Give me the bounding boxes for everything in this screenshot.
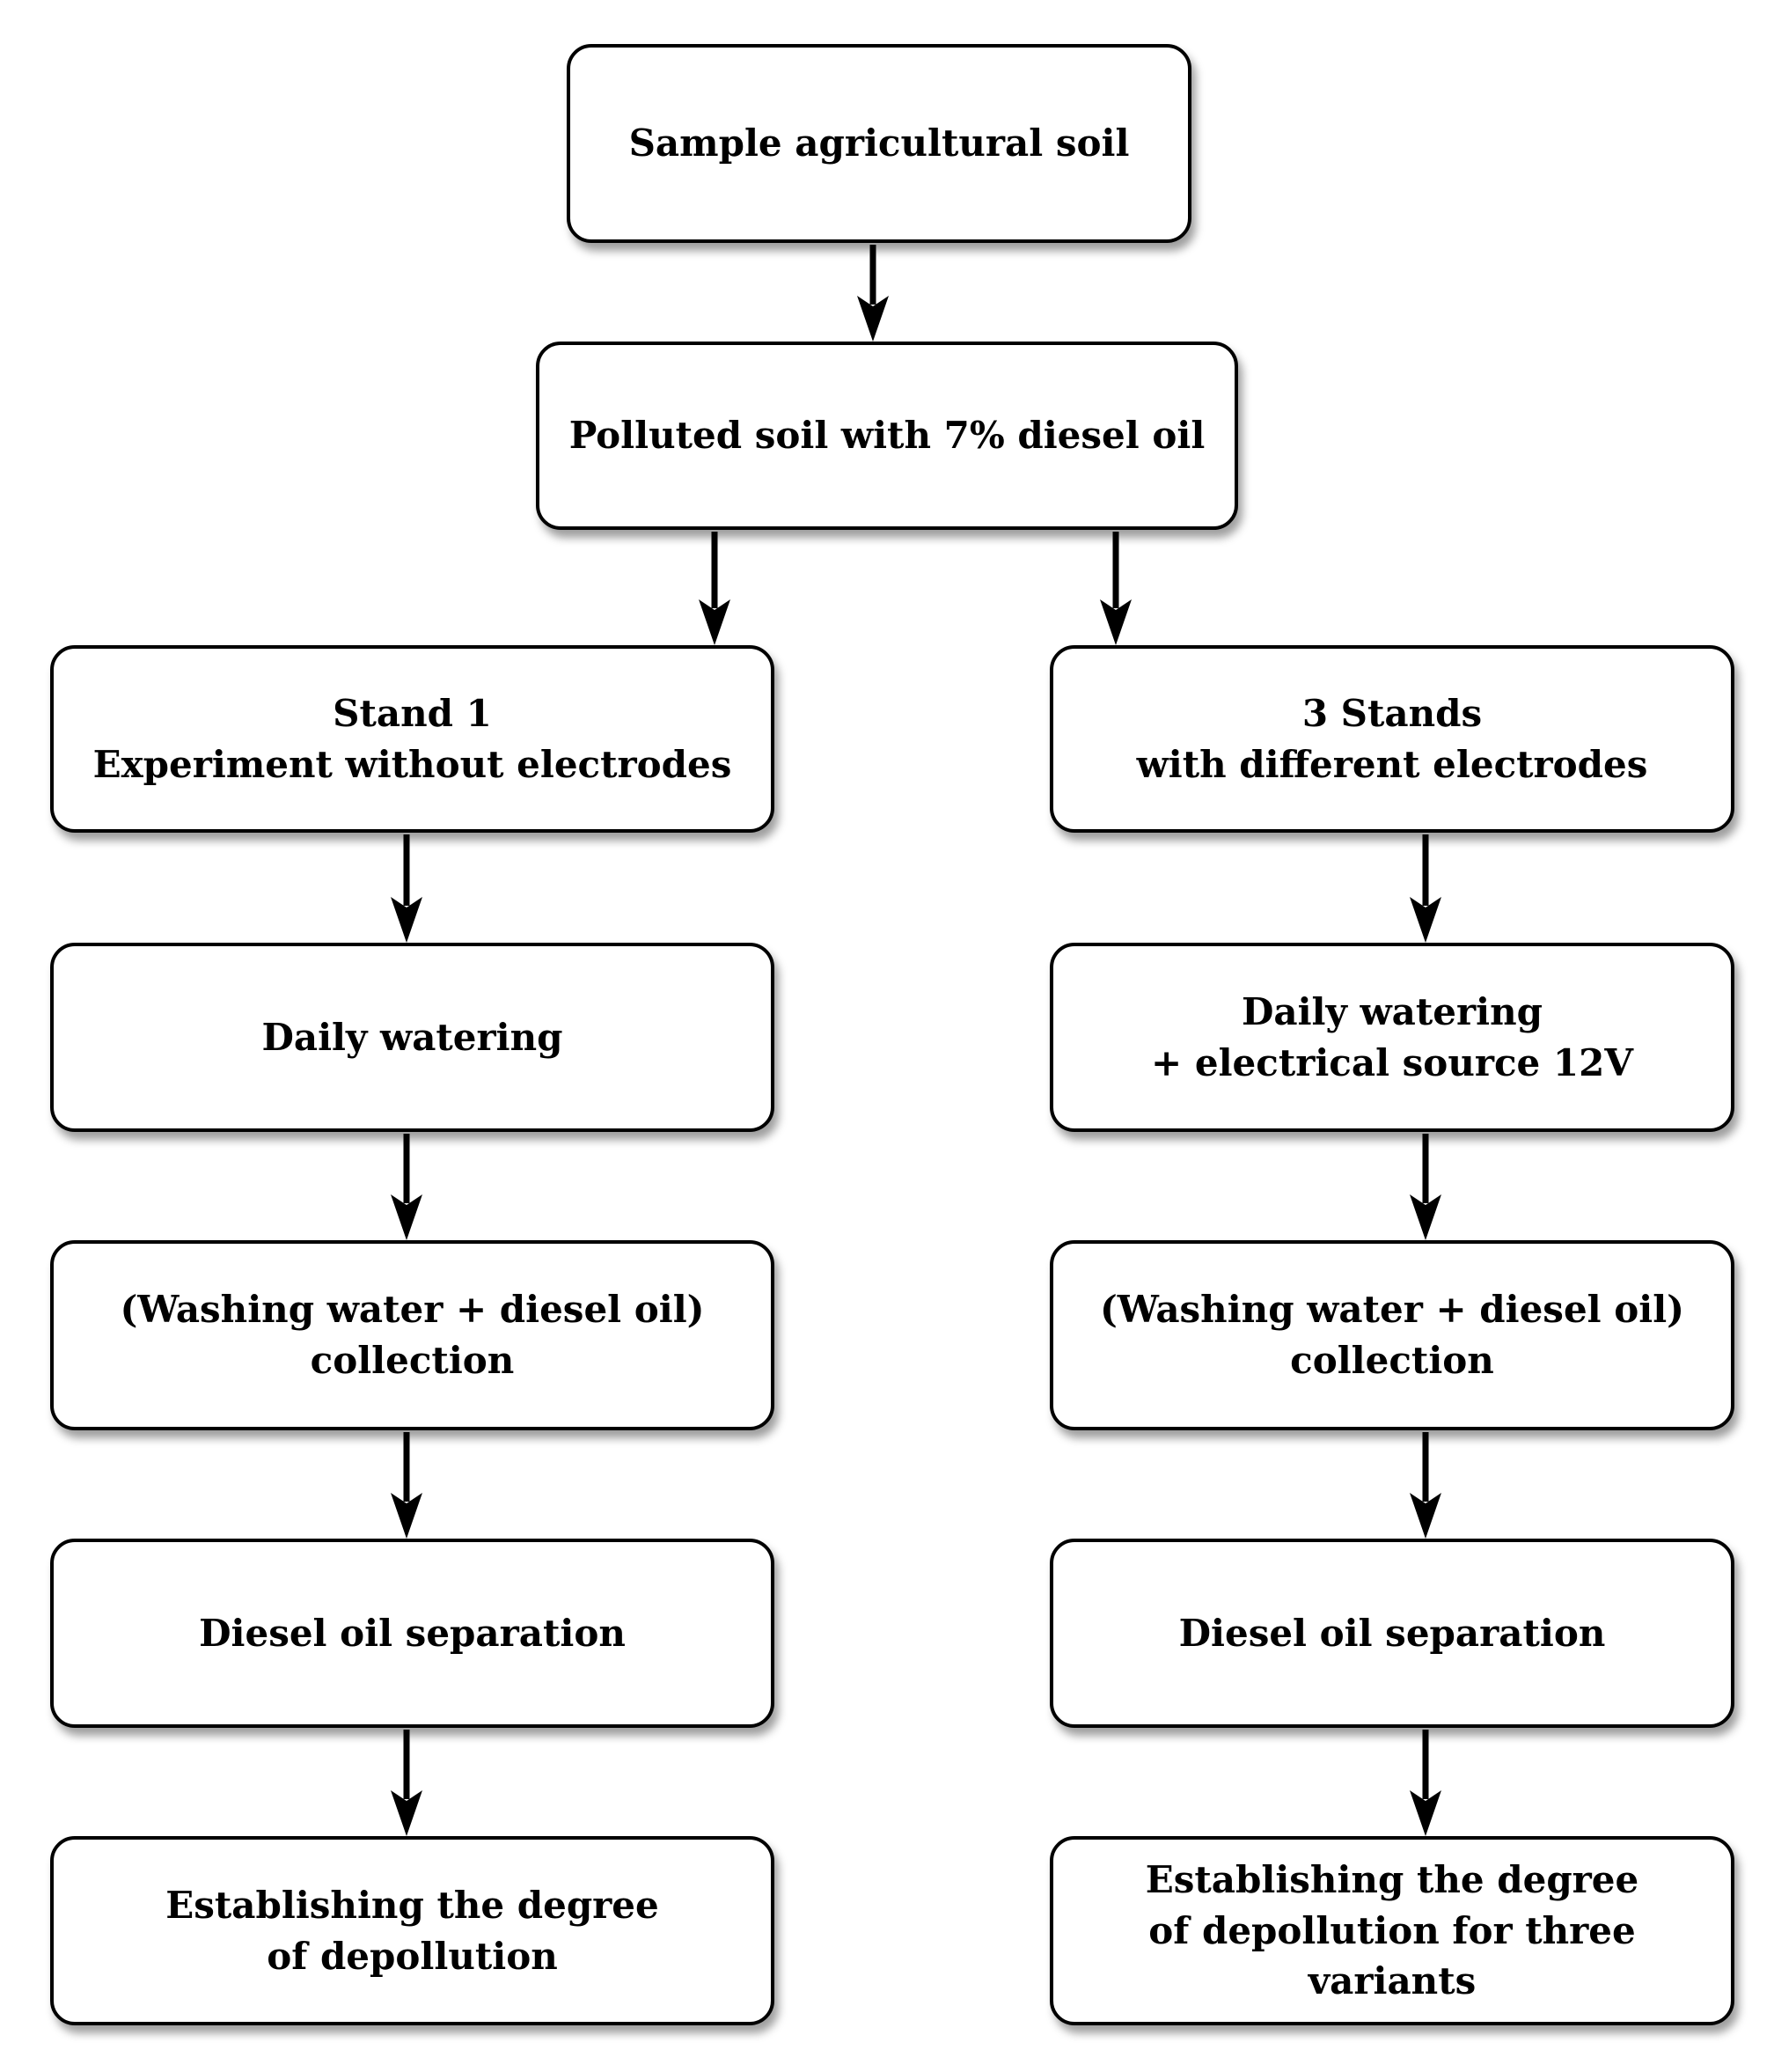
node-label: (Washing water + diesel oil) collection xyxy=(1099,1288,1685,1382)
arrow-daily-to-washing-left xyxy=(391,1134,422,1240)
arrow-stands3-to-daily-electrical xyxy=(1410,834,1441,943)
node-label: Sample agricultural soil xyxy=(628,121,1130,165)
node-stand1-without-electrodes: Stand 1 Experiment without electrodes xyxy=(50,645,774,833)
node-label: Stand 1 Experiment without electrodes xyxy=(92,691,732,786)
node-diesel-oil-separation-right: Diesel oil separation xyxy=(1050,1539,1734,1728)
arrow-daily-to-washing-right xyxy=(1410,1134,1441,1240)
node-daily-watering-electrical-source: Daily watering + electrical source 12V xyxy=(1050,943,1734,1132)
node-diesel-oil-separation-left: Diesel oil separation xyxy=(50,1539,774,1728)
arrow-polluted-to-stands3 xyxy=(1100,532,1132,645)
arrow-polluted-to-stand1 xyxy=(699,532,730,645)
node-establish-degree-depollution-three-variants: Establishing the degree of depollution f… xyxy=(1050,1836,1734,2025)
node-label: 3 Stands with different electrodes xyxy=(1136,691,1648,786)
node-washing-water-collection-right: (Washing water + diesel oil) collection xyxy=(1050,1240,1734,1430)
arrow-separation-to-establish-right xyxy=(1410,1730,1441,1836)
arrow-stand1-to-daily xyxy=(391,834,422,943)
node-washing-water-collection-left: (Washing water + diesel oil) collection xyxy=(50,1240,774,1430)
node-label: Diesel oil separation xyxy=(1178,1611,1606,1655)
node-label: Establishing the degree of depollution f… xyxy=(1145,1857,1639,2003)
arrow-washing-to-separation-right xyxy=(1410,1432,1441,1539)
node-3-stands-different-electrodes: 3 Stands with different electrodes xyxy=(1050,645,1734,833)
arrow-sample-to-polluted xyxy=(857,245,889,342)
arrow-washing-to-separation-left xyxy=(391,1432,422,1539)
arrow-separation-to-establish-left xyxy=(391,1730,422,1836)
node-sample-agricultural-soil: Sample agricultural soil xyxy=(567,44,1191,243)
node-label: Daily watering + electrical source 12V xyxy=(1151,989,1633,1084)
node-label: Establishing the degree of depollution xyxy=(165,1883,659,1978)
node-establish-degree-depollution: Establishing the degree of depollution xyxy=(50,1836,774,2025)
node-label: Polluted soil with 7% diesel oil xyxy=(568,414,1206,458)
node-label: Daily watering xyxy=(261,1015,563,1059)
node-polluted-soil: Polluted soil with 7% diesel oil xyxy=(536,342,1238,530)
node-label: (Washing water + diesel oil) collection xyxy=(120,1288,705,1382)
node-label: Diesel oil separation xyxy=(199,1611,626,1655)
node-daily-watering: Daily watering xyxy=(50,943,774,1132)
